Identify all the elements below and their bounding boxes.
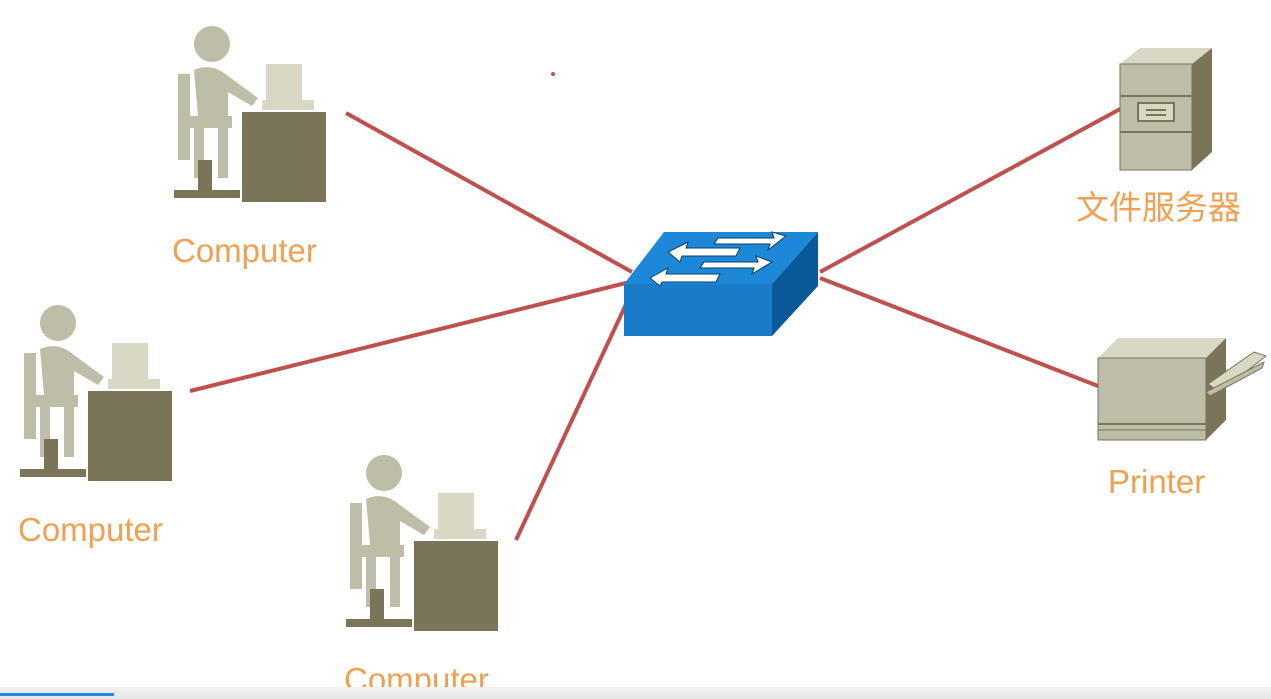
computer-user-icon: [20, 305, 172, 481]
video-progress-track[interactable]: [0, 687, 1271, 699]
stray-dot: [551, 72, 555, 76]
printer-icon: [1097, 338, 1268, 441]
computer-user-icon: [174, 26, 326, 202]
link-pc3-switch: [514, 299, 630, 541]
computer-user-icon: [346, 455, 498, 631]
network-switch-icon: [624, 231, 818, 336]
link-pc1-switch: [345, 111, 633, 274]
computer-label: Computer: [18, 511, 163, 548]
computer-label: Computer: [172, 232, 317, 269]
link-switch-printer: [819, 276, 1099, 388]
link-pc2-switch: [189, 280, 631, 393]
link-switch-fileserver: [819, 106, 1123, 274]
video-progress-fill: [0, 693, 115, 696]
file-server-label: 文件服务器: [1076, 189, 1241, 226]
printer-label: Printer: [1108, 463, 1206, 500]
file-server-icon: [1119, 48, 1212, 171]
